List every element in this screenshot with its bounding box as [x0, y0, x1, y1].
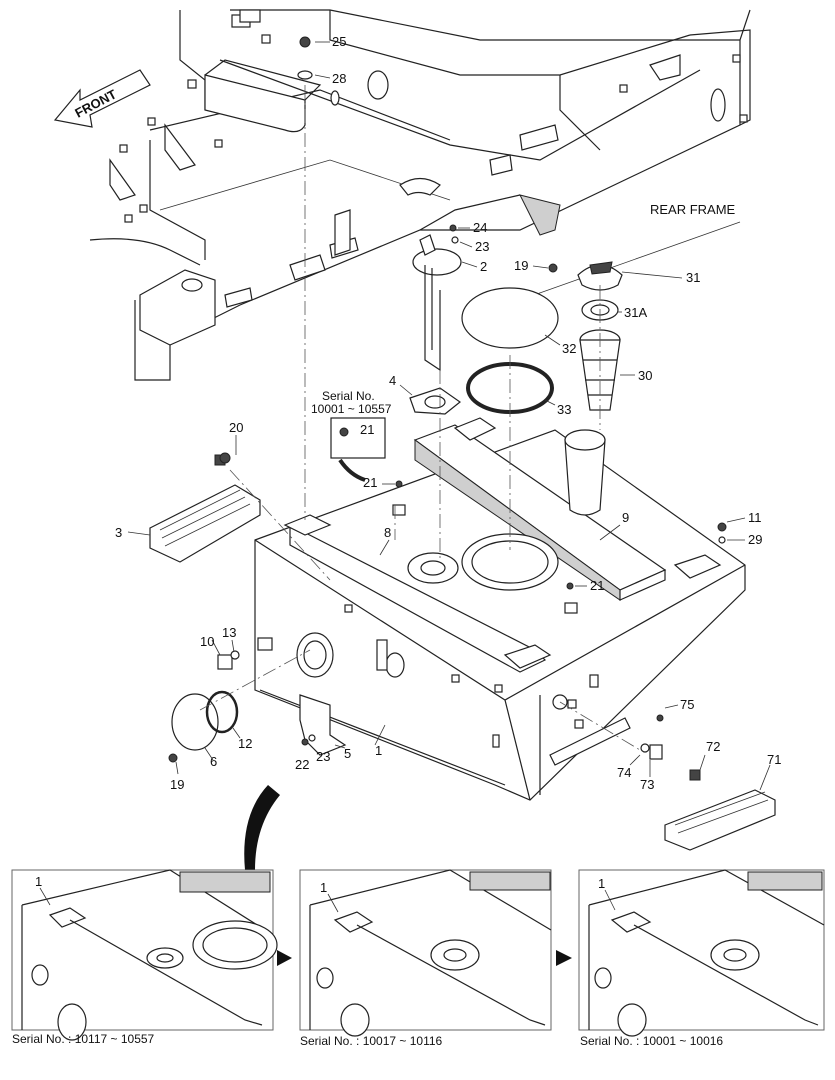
callout-21-right: 21 — [590, 578, 604, 593]
fuel-sender — [412, 234, 462, 372]
callout-4: 4 — [389, 373, 396, 388]
callout-23: 23 — [475, 239, 489, 254]
side-cover — [171, 693, 219, 751]
callouts: 25 28 24 23 2 19 31 31A 32 30 33 4 20 21… — [115, 34, 781, 792]
inset-3-caption: Serial No. : 10001 ~ 10016 — [580, 1034, 723, 1048]
callout-22: 22 — [295, 757, 309, 772]
callout-6: 6 — [210, 754, 217, 769]
fuel-tank-body — [254, 417, 746, 801]
serial-note-line2: 10001 ~ 10557 — [311, 402, 392, 416]
callout-73: 73 — [640, 777, 654, 792]
drain-plug — [217, 654, 233, 670]
callout-21-mid: 21 — [363, 475, 377, 490]
step-right — [664, 769, 776, 851]
callout-20: 20 — [229, 420, 243, 435]
callout-32: 32 — [562, 341, 576, 356]
callout-2: 2 — [480, 259, 487, 274]
inset-2-number: 1 — [320, 880, 327, 895]
callout-21-box: 21 — [360, 422, 374, 437]
callout-31A: 31A — [624, 305, 647, 320]
callout-25: 25 — [332, 34, 346, 49]
inset-1-caption: Serial No. : 10117 ~ 10557 — [12, 1032, 155, 1046]
callout-75: 75 — [680, 697, 694, 712]
callout-19-top: 19 — [514, 258, 528, 273]
callout-11: 11 — [748, 510, 762, 525]
callout-9: 9 — [622, 510, 629, 525]
inset-arrow-2 — [556, 950, 572, 966]
callout-71: 71 — [767, 752, 781, 767]
callout-1: 1 — [375, 743, 382, 758]
callout-23-bottom: 23 — [316, 749, 330, 764]
inset-2: 1 Serial No. : 10017 ~ 10116 — [299, 869, 552, 1048]
callout-31: 31 — [686, 270, 700, 285]
serial-note-box — [330, 417, 386, 459]
step-left — [149, 454, 261, 563]
rear-frame-label: REAR FRAME — [650, 202, 736, 217]
callout-30: 30 — [638, 368, 652, 383]
inset-arrow-1 — [277, 950, 292, 966]
callout-8: 8 — [384, 525, 391, 540]
callout-24: 24 — [473, 220, 487, 235]
inset-3-number: 1 — [598, 876, 605, 891]
callout-74: 74 — [617, 765, 631, 780]
inset-2-caption: Serial No. : 10017 ~ 10116 — [300, 1034, 443, 1048]
callout-28: 28 — [332, 71, 346, 86]
callout-5: 5 — [344, 746, 351, 761]
callout-10: 10 — [200, 634, 214, 649]
callout-3: 3 — [115, 525, 122, 540]
callout-12: 12 — [238, 736, 252, 751]
front-arrow: FRONT — [53, 69, 151, 128]
callout-72: 72 — [706, 739, 720, 754]
cover-plate — [461, 287, 559, 349]
callout-19-bottom: 19 — [170, 777, 184, 792]
inset-1-number: 1 — [35, 874, 42, 889]
callout-33: 33 — [557, 402, 571, 417]
inset-1: 1 Serial No. : 10117 ~ 10557 — [11, 869, 278, 1046]
side-oring — [205, 690, 239, 734]
rear-frame — [89, 9, 751, 381]
callout-29: 29 — [748, 532, 762, 547]
serial-note-line1: Serial No. — [322, 389, 375, 403]
callout-13: 13 — [222, 625, 236, 640]
inset-3: 1 Serial No. : 10001 ~ 10016 — [578, 869, 825, 1048]
detail-arrow — [244, 785, 280, 870]
